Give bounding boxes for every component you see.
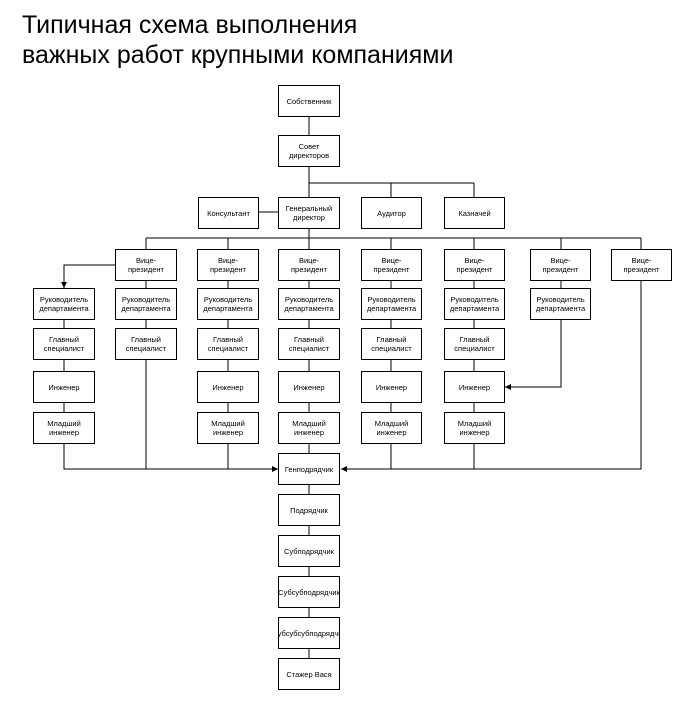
node-contractor: Подрядчик xyxy=(278,494,340,526)
node-engineer-1: Инженер xyxy=(33,371,95,403)
node-department-head-7: Руководитель департамента xyxy=(530,288,591,320)
node-engineer-3: Инженер xyxy=(197,371,259,403)
node-vice-president-5: Вице-президент xyxy=(444,249,505,281)
node-engineer-5: Инженер xyxy=(361,371,422,403)
node-vice-president-1: Вице-президент xyxy=(115,249,177,281)
node-ceo: Генеральный директор xyxy=(278,197,340,229)
node-chief-specialist-4: Главный специалист xyxy=(278,328,340,360)
node-vice-president-3: Вице-президент xyxy=(278,249,340,281)
node-junior-engineer-3: Младший инженер xyxy=(197,412,259,444)
node-junior-engineer-4: Младший инженер xyxy=(278,412,340,444)
node-vice-president-6: Вице-президент xyxy=(530,249,591,281)
node-subcontractor: Субподрядчик xyxy=(278,535,340,567)
node-chief-specialist-6: Главный специалист xyxy=(444,328,505,360)
node-department-head-3: Руководитель департамента xyxy=(197,288,259,320)
node-department-head-5: Руководитель департамента xyxy=(361,288,422,320)
diagram-title: Типичная схема выполнения важных работ к… xyxy=(22,10,453,70)
node-chief-specialist-2: Главный специалист xyxy=(115,328,177,360)
node-junior-engineer-6: Младший инженер xyxy=(444,412,505,444)
node-department-head-4: Руководитель департамента xyxy=(278,288,340,320)
node-department-head-6: Руководитель департамента xyxy=(444,288,505,320)
node-sub-sub-subcontractor: Субсубсубподрядчик xyxy=(278,617,340,649)
node-auditor: Аудитор xyxy=(361,197,422,229)
node-consultant: Консультант xyxy=(198,197,259,229)
node-department-head-1: Руководитель департамента xyxy=(33,288,95,320)
node-junior-engineer-1: Младший инженер xyxy=(33,412,95,444)
node-junior-engineer-5: Младший инженер xyxy=(361,412,422,444)
node-chief-specialist-1: Главный специалист xyxy=(33,328,95,360)
node-sub-subcontractor: Субсубподрядчик xyxy=(278,576,340,608)
node-department-head-2: Руководитель департамента xyxy=(115,288,177,320)
node-vice-president-2: Вице-президент xyxy=(197,249,259,281)
node-chief-specialist-3: Главный специалист xyxy=(197,328,259,360)
node-engineer-6: Инженер xyxy=(444,371,505,403)
node-chief-specialist-5: Главный специалист xyxy=(361,328,422,360)
node-intern-vasya: Стажер Вася xyxy=(278,658,340,690)
node-treasurer: Казначей xyxy=(444,197,505,229)
node-general-contractor: Генподрядчик xyxy=(278,453,340,485)
node-vice-president-4: Вице-президент xyxy=(361,249,422,281)
node-engineer-4: Инженер xyxy=(278,371,340,403)
node-owners: Собственник xyxy=(278,85,340,117)
node-board-of-directors: Совет директоров xyxy=(278,135,340,167)
node-vice-president-7: Вице-президент xyxy=(611,249,672,281)
title-line-1: Типичная схема выполнения xyxy=(22,11,358,39)
title-line-2: важных работ крупными компаниями xyxy=(22,41,454,69)
